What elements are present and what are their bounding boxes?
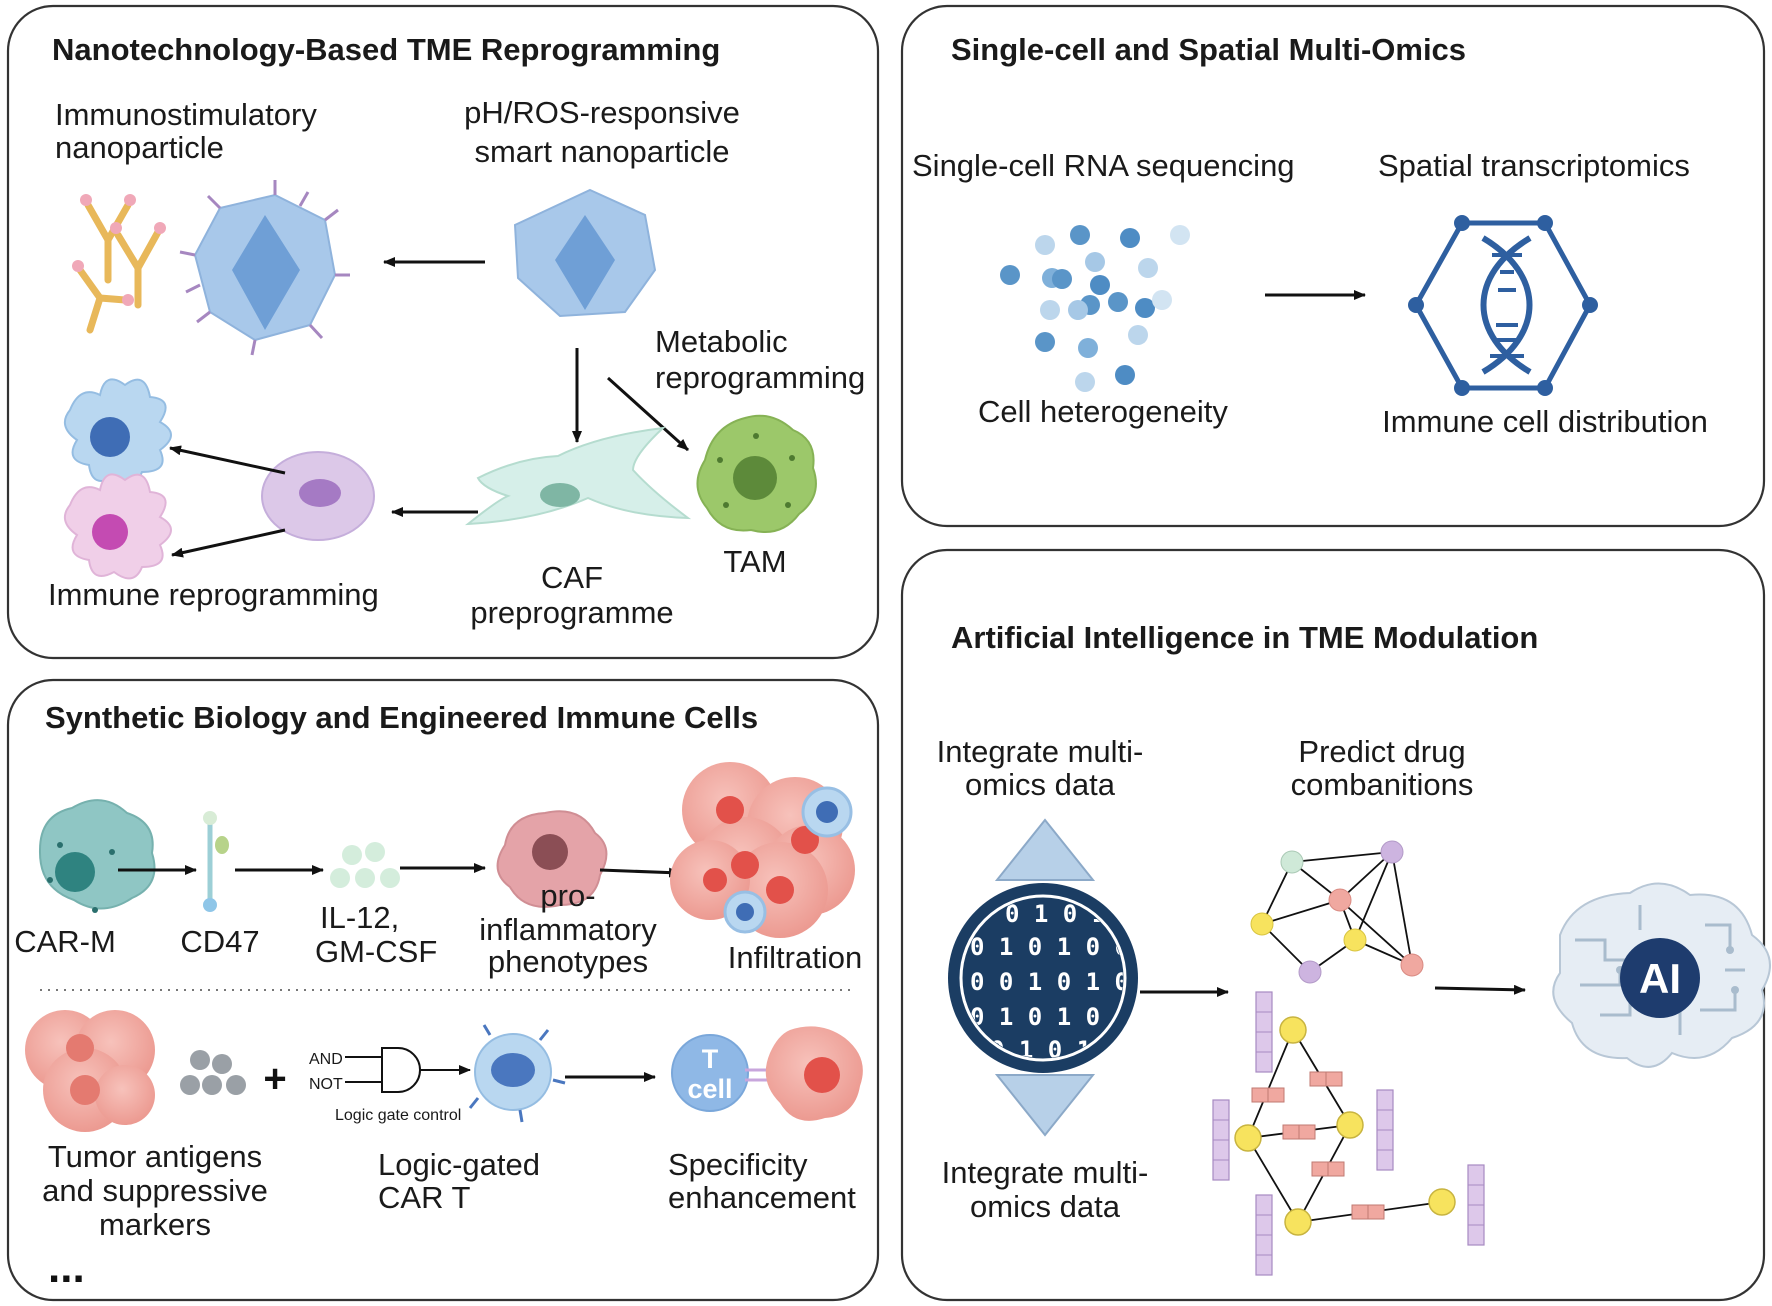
tam-label: TAM xyxy=(723,544,786,579)
metabolic-label-2: reprogramming xyxy=(655,360,865,395)
immune-reprog-label: Immune reprogramming xyxy=(48,577,379,612)
panel-omics: Single-cell and Spatial Multi-Omics Sing… xyxy=(900,4,1766,528)
logic-gate-control-label: Logic gate control xyxy=(335,1107,461,1124)
tumor-label-1: Tumor antigens xyxy=(48,1139,262,1174)
antibody-icon xyxy=(72,194,166,334)
il12-label-1: IL-12, xyxy=(320,900,399,935)
binary-row-3: 0 0 1 0 1 0 1 xyxy=(970,968,1158,996)
panel-nanotechnology: Nanotechnology-Based TME Reprogramming I… xyxy=(6,4,880,660)
distribution-label: Immune cell distribution xyxy=(1382,404,1708,439)
caf-label-2: preprogramme xyxy=(470,595,673,630)
antigen-dots-icon xyxy=(180,1050,246,1095)
panel-synbio-frame xyxy=(6,678,880,1302)
proinf-label-1: pro- xyxy=(540,878,595,913)
proinflammatory-cell-icon xyxy=(496,810,608,908)
integrate-top-label-2: omics data xyxy=(965,767,1116,802)
tumor-antigen-cells-icon xyxy=(25,1010,155,1132)
smart-np-label-1: pH/ROS-responsive xyxy=(464,95,740,130)
panel-synbio-title: Synthetic Biology and Engineered Immune … xyxy=(45,700,758,735)
integrate-bottom-label-1: Integrate multi- xyxy=(942,1155,1149,1190)
caf-cell-icon xyxy=(464,426,692,526)
logic-label-2: CAR T xyxy=(378,1180,471,1215)
panel-nano-title: Nanotechnology-Based TME Reprogramming xyxy=(52,32,720,67)
infiltration-label: Infiltration xyxy=(728,940,862,975)
cytokine-dots-icon xyxy=(330,842,400,888)
proinf-label-3: phenotypes xyxy=(488,944,648,979)
t-cell-tumor-icon xyxy=(671,1026,863,1121)
car-m-cell-icon xyxy=(38,799,156,913)
dna-hexagon-icon xyxy=(1408,215,1598,396)
dendritic-cell-pink-icon xyxy=(63,473,172,580)
t-cell-label-1: T xyxy=(702,1044,719,1074)
integrate-top-label-1: Integrate multi- xyxy=(937,734,1144,769)
not-label: NOT xyxy=(309,1076,343,1093)
binary-row-4: 0 1 0 1 0 0 0 xyxy=(970,1003,1158,1031)
immunostim-nanoparticle-icon xyxy=(179,180,350,356)
arrow-proinf-to-infiltration xyxy=(599,867,681,878)
panel-omics-frame xyxy=(900,4,1766,528)
smart-np-label-2: smart nanoparticle xyxy=(474,134,729,169)
drug-network-graph-icon xyxy=(1250,840,1424,984)
t-cell-label-2: cell xyxy=(687,1074,732,1104)
panel-synbio: Synthetic Biology and Engineered Immune … xyxy=(6,678,880,1302)
car-m-label: CAR-M xyxy=(14,924,116,959)
smart-nanoparticle-icon xyxy=(513,188,657,318)
panel-omics-title: Single-cell and Spatial Multi-Omics xyxy=(951,32,1466,67)
tumor-label-2: and suppressive xyxy=(42,1173,268,1208)
and-label: AND xyxy=(309,1051,343,1068)
spatial-label: Spatial transcriptomics xyxy=(1378,148,1690,183)
single-cell-dots-icon xyxy=(1000,225,1190,392)
logic-label-1: Logic-gated xyxy=(378,1147,540,1182)
scrna-label: Single-cell RNA sequencing xyxy=(912,148,1295,183)
predict-label-2: combanitions xyxy=(1291,767,1474,802)
specificity-label-1: Specificity xyxy=(668,1147,808,1182)
proinf-label-2: inflammatory xyxy=(479,912,657,947)
immune-cell-icon xyxy=(261,451,375,541)
arrow-network-to-ai xyxy=(1434,984,1526,995)
panel-ai-frame xyxy=(900,548,1766,1302)
metabolic-label-1: Metabolic xyxy=(655,324,788,359)
ellipsis: ... xyxy=(48,1243,85,1292)
plus-sign: + xyxy=(263,1057,286,1101)
caf-label-1: CAF xyxy=(541,560,603,595)
tam-cell-icon xyxy=(696,414,817,533)
dendritic-cell-blue-icon xyxy=(63,378,172,485)
panel-ai: Artificial Intelligence in TME Modulatio… xyxy=(900,548,1771,1302)
triangle-up-icon xyxy=(994,818,1096,881)
car-t-cell-icon xyxy=(468,1024,566,1123)
immunostim-label-1: Immunostimulatory xyxy=(55,97,317,132)
panel-ai-title: Artificial Intelligence in TME Modulatio… xyxy=(951,620,1538,655)
specificity-label-2: enhancement xyxy=(668,1180,856,1215)
heterogeneity-label: Cell heterogeneity xyxy=(978,394,1228,429)
il12-label-2: GM-CSF xyxy=(315,934,437,969)
immunostim-label-2: nanoparticle xyxy=(55,130,224,165)
binary-globe-icon: 0 1 0 1 0 0 1 0 1 0 0 0 0 0 1 0 1 0 1 0 … xyxy=(948,883,1158,1073)
predict-label-1: Predict drug xyxy=(1298,734,1465,769)
arrow-smart-to-tam xyxy=(606,376,690,452)
cd47-receptor-icon xyxy=(203,811,229,912)
tumor-label-3: markers xyxy=(99,1207,211,1242)
arrow-immune-to-dc-blue xyxy=(169,445,286,475)
ai-brain-icon xyxy=(1552,882,1771,1068)
binary-row-2: 0 1 0 1 0 0 0 xyxy=(970,933,1158,961)
logic-gate-icon xyxy=(345,1047,471,1093)
arrow-immune-to-dc-pink xyxy=(171,528,286,558)
cd47-label: CD47 xyxy=(180,924,259,959)
triangle-down-icon xyxy=(994,1074,1096,1137)
integrate-bottom-label-2: omics data xyxy=(970,1189,1121,1224)
tumor-cluster-icon xyxy=(670,762,855,938)
ai-label: AI xyxy=(1639,955,1681,1002)
multi-omics-network-icon xyxy=(1212,991,1485,1276)
